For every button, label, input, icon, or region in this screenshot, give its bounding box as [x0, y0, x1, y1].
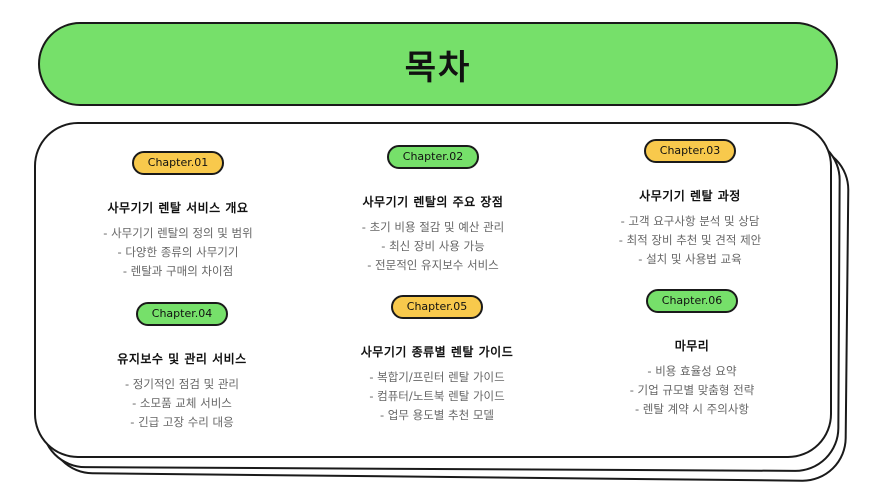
list-item: - 렌탈 계약 시 주의사항	[635, 402, 749, 416]
list-item: - 복합기/프린터 렌탈 가이드	[369, 370, 505, 384]
list-item: - 비용 효율성 요약	[647, 364, 737, 378]
chapter-04-list: - 정기적인 점검 및 관리 - 소모품 교체 서비스 - 긴급 고장 수리 대…	[52, 375, 312, 432]
list-item: - 기업 규모별 맞춤형 전략	[629, 383, 755, 397]
list-item: - 초기 비용 절감 및 예산 관리	[361, 220, 505, 234]
list-item: - 컴퓨터/노트북 렌탈 가이드	[369, 389, 505, 403]
list-item: - 렌탈과 구매의 차이점	[122, 264, 234, 278]
chapter-03-list: - 고객 요구사항 분석 및 상담 - 최적 장비 추천 및 견적 제안 - 설…	[560, 212, 820, 269]
list-item: - 고객 요구사항 분석 및 상담	[620, 214, 760, 228]
chapter-05: Chapter.05 사무기기 종류별 렌탈 가이드 - 복합기/프린터 렌탈 …	[307, 295, 567, 425]
chapter-05-list: - 복합기/프린터 렌탈 가이드 - 컴퓨터/노트북 렌탈 가이드 - 업무 용…	[307, 368, 567, 425]
list-item: - 업무 용도별 추천 모델	[380, 408, 494, 422]
chapter-05-title: 사무기기 종류별 렌탈 가이드	[360, 345, 514, 359]
chapter-01: Chapter.01 사무기기 렌탈 서비스 개요 - 사무기기 렌탈의 정의 …	[48, 151, 308, 281]
chapter-02-title: 사무기기 렌탈의 주요 장점	[362, 195, 504, 209]
chapter-05-badge: Chapter.05	[390, 295, 484, 319]
chapter-04-badge: Chapter.04	[135, 302, 229, 326]
chapter-01-title: 사무기기 렌탈 서비스 개요	[107, 201, 249, 215]
chapter-02: Chapter.02 사무기기 렌탈의 주요 장점 - 초기 비용 절감 및 예…	[303, 145, 563, 275]
chapter-06-badge: Chapter.06	[645, 289, 739, 313]
list-item: - 최적 장비 추천 및 견적 제안	[618, 233, 762, 247]
page-title: 목차	[404, 47, 472, 88]
chapter-02-badge: Chapter.02	[386, 145, 480, 169]
chapter-01-badge: Chapter.01	[131, 151, 225, 175]
chapter-04-title: 유지보수 및 관리 서비스	[117, 352, 247, 366]
chapter-01-list: - 사무기기 렌탈의 정의 및 범위 - 다양한 종류의 사무기기 - 렌탈과 …	[48, 224, 308, 281]
list-item: - 최신 장비 사용 가능	[381, 239, 485, 253]
chapter-04: Chapter.04 유지보수 및 관리 서비스 - 정기적인 점검 및 관리 …	[52, 302, 312, 432]
list-item: - 사무기기 렌탈의 정의 및 범위	[103, 226, 253, 240]
chapter-03-title: 사무기기 렌탈 과정	[639, 189, 741, 203]
list-item: - 설치 및 사용법 교육	[638, 252, 742, 266]
chapter-03-badge: Chapter.03	[643, 139, 737, 163]
title-banner: 목차	[38, 22, 838, 106]
chapter-03: Chapter.03 사무기기 렌탈 과정 - 고객 요구사항 분석 및 상담 …	[560, 139, 820, 269]
list-item: - 소모품 교체 서비스	[132, 396, 232, 410]
list-item: - 긴급 고장 수리 대응	[130, 415, 234, 429]
chapter-06-title: 마무리	[674, 339, 710, 353]
chapter-06-list: - 비용 효율성 요약 - 기업 규모별 맞춤형 전략 - 렌탈 계약 시 주의…	[562, 362, 822, 419]
list-item: - 정기적인 점검 및 관리	[125, 377, 239, 391]
chapter-02-list: - 초기 비용 절감 및 예산 관리 - 최신 장비 사용 가능 - 전문적인 …	[303, 218, 563, 275]
list-item: - 전문적인 유지보수 서비스	[367, 258, 499, 272]
chapter-06: Chapter.06 마무리 - 비용 효율성 요약 - 기업 규모별 맞춤형 …	[562, 289, 822, 419]
list-item: - 다양한 종류의 사무기기	[117, 245, 239, 259]
